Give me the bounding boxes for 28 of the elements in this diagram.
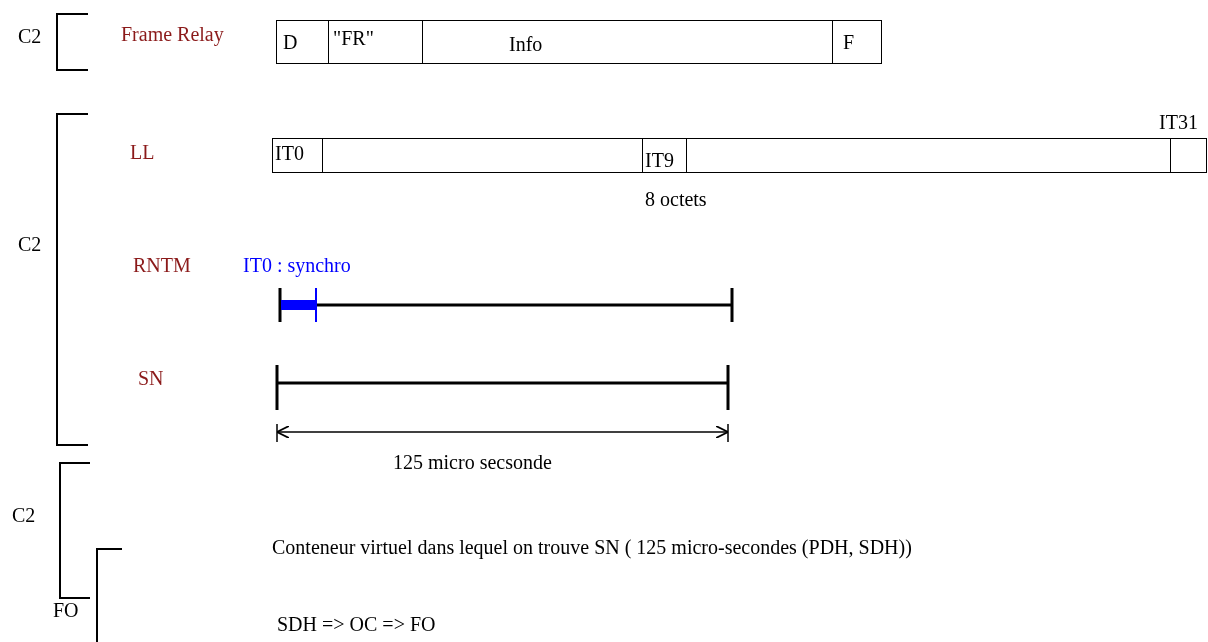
- level-label: C2: [12, 503, 36, 527]
- field-label: Info: [509, 33, 543, 55]
- frame-field: [272, 138, 323, 173]
- frame-field: [832, 20, 882, 64]
- level-label: C2: [18, 232, 42, 256]
- empty-frame-field: [322, 138, 643, 173]
- layer-label: Frame Relay: [121, 22, 224, 46]
- layer-label: SN: [138, 366, 164, 390]
- field-label: F: [843, 31, 855, 53]
- field-label: IT31: [1159, 111, 1198, 133]
- field-label: IT9: [645, 149, 674, 171]
- note-text: SDH => OC => FO: [277, 612, 436, 636]
- layer-label: LL: [130, 140, 155, 164]
- empty-frame-field: [686, 138, 1171, 173]
- frame-field: [422, 20, 833, 64]
- level-label: C2: [18, 24, 42, 48]
- duration-label: 125 micro secsonde: [393, 450, 552, 474]
- layer-label: RNTM: [133, 253, 191, 277]
- field-label: D: [283, 31, 298, 53]
- frame-field: [642, 138, 687, 173]
- size-label: 8 octets: [645, 187, 707, 211]
- field-note: IT0 : synchro: [243, 253, 351, 277]
- frame-field: [276, 20, 329, 64]
- field-label: "FR": [333, 27, 374, 49]
- level-label: FO: [53, 598, 79, 622]
- field-label: IT0: [275, 142, 304, 164]
- frame-field: [328, 20, 423, 64]
- note-text: Conteneur virtuel dans lequel on trouve SN ( 125 micro-secondes (PDH, SDH)): [272, 535, 912, 559]
